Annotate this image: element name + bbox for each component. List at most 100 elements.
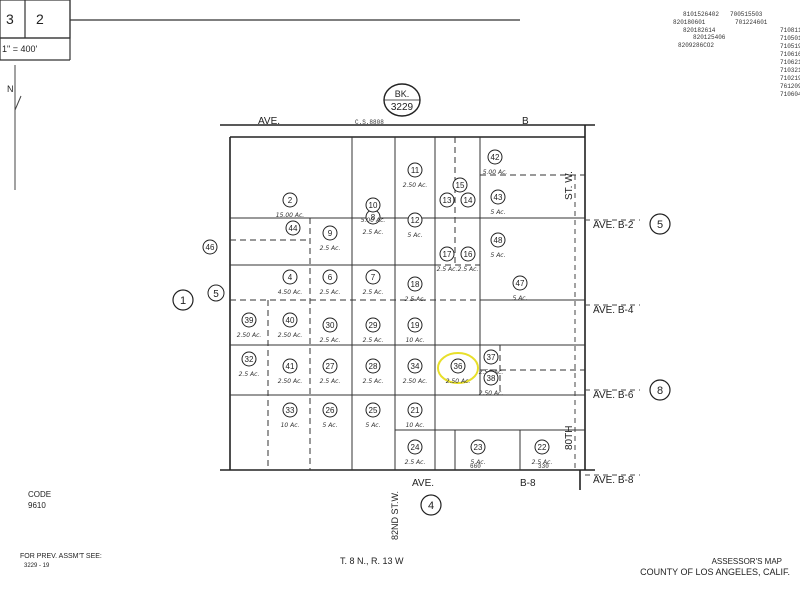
adjacent-page-west[interactable]: 1 [172,289,194,311]
parcel-number: 46 [206,243,215,252]
parcel-circle [202,239,218,255]
parcel-number: 27 [326,362,335,371]
parcel-4[interactable]: 44.50 Ac. [278,269,303,296]
adjacent-page-east-bottom[interactable]: 8 [649,379,671,401]
parcel-circle [365,269,381,285]
north-arrow-icon [14,65,22,190]
parcel-number: 15 [456,181,465,190]
parcel-9[interactable]: 92.5 Ac. [320,225,341,252]
prev-assmt-label: FOR PREV. ASSM'T SEE: [20,553,102,560]
parcel-25[interactable]: 255 Ac. [365,402,381,429]
parcel-34[interactable]: 342.50 Ac. [403,358,428,385]
parcel-47[interactable]: 475 Ac. [512,275,528,302]
parcel-40[interactable]: 402.50 Ac. [278,312,303,339]
parcel-48[interactable]: 485 Ac. [490,232,506,259]
parcel-43[interactable]: 43 5 Ac. [490,189,506,216]
parcel-36[interactable]: 362.50 Ac. [446,358,471,385]
parcel-6[interactable]: 62.5 Ac. [320,269,341,296]
parcel-number: 36 [454,362,463,371]
parcel-area: 5 Ac. [490,209,505,216]
parcel-circle [534,439,550,455]
parcel-16[interactable]: 162.5 Ac. [458,246,479,273]
adjacent-page-west-inner[interactable]: 5 [207,284,225,302]
parcel-42[interactable]: 425.00 Ac. [483,149,508,176]
parcel-22[interactable]: 222.5 Ac. [532,439,553,466]
parcel-number: 24 [411,443,420,452]
parcel-area: 10 Ac. [406,337,425,344]
highlighted-parcel-marker [437,352,479,384]
parcel-8[interactable]: 82.5 Ac. [363,209,384,236]
parcel-32[interactable]: 322.5 Ac. [239,351,260,378]
reference-code: 7106210 [780,59,800,66]
ave-b8-left-label: AVE. [412,478,434,489]
parcel-number: 40 [286,316,295,325]
parcel-11[interactable]: 112.50 Ac. [403,162,428,189]
parcel-41[interactable]: 412.50 Ac. [278,358,303,385]
parcel-number: 34 [411,362,420,371]
block-border [220,124,595,490]
parcel-area: 2.50 Ac. [403,182,428,189]
parcel-number: 13 [443,196,452,205]
adjacent-page-east-top[interactable]: 5 [649,213,671,235]
parcel-circle [483,370,499,386]
parcel-number: 28 [369,362,378,371]
parcel-23[interactable]: 235 Ac. [470,439,486,466]
parcel-area: 5 Ac. [365,422,380,429]
parcel-24[interactable]: 24 2.5 Ac. [405,439,426,466]
parcel-area: 2.5 Ac. [405,459,426,466]
dim-660: 660 [470,463,481,470]
parcel-number: 9 [328,229,333,238]
reference-code: 8101526402 [683,11,719,18]
parcel-18[interactable]: 182.5 Ac. [405,276,426,303]
parcel-46[interactable]: 46 [202,239,218,255]
parcel-12[interactable]: 125 Ac. [407,212,423,239]
parcel-15[interactable]: 15 [452,177,468,193]
parcel-circle [460,192,476,208]
parcel-number: 16 [464,250,473,259]
parcel-number: 43 [494,193,503,202]
parcel-circle [322,402,338,418]
parcel-44[interactable]: 44 [285,220,301,236]
parcel-area: 2.5 Ac. [363,289,384,296]
parcel-number: 26 [326,406,335,415]
parcel-13[interactable]: 13 [439,192,455,208]
parcel-30[interactable]: 302.5 Ac. [320,317,341,344]
parcel-number: 23 [474,443,483,452]
reference-code: 700515503 [730,11,763,18]
prev-assmt-value: 3229 - 19 [24,563,50,569]
parcel-area: 2.5 Ac. [320,337,341,344]
parcel-area: 2.50 Ac. [237,332,262,339]
parcel-area: 2.5 Ac. [320,289,341,296]
scale-label: 1" = 400' [2,44,37,54]
parcel-circle [285,220,301,236]
svg-text:4: 4 [428,500,434,512]
parcel-area: 5.00 Ac. [361,217,386,224]
parcel-27[interactable]: 272.5 Ac. [320,358,341,385]
parcel-29[interactable]: 292.5 Ac. [363,317,384,344]
reference-code: 7105190 [780,43,800,50]
parcel-14[interactable]: 14 [460,192,476,208]
svg-text:1: 1 [180,295,186,307]
parcel-area: 4.50 Ac. [278,289,303,296]
parcel-26[interactable]: 265 Ac. [322,402,338,429]
parcel-17[interactable]: 172.5 Ac. [437,246,458,273]
parcel-10[interactable]: 105.00 Ac. [361,197,386,224]
parcel-number: 14 [464,196,473,205]
parcel-38[interactable]: 382.50 Ac. [479,370,504,397]
parcel-7[interactable]: 72.5 Ac. [363,269,384,296]
book-number: 3229 [391,102,414,113]
parcel-39[interactable]: 392.50 Ac. [237,312,262,339]
reference-code: 7103210 [780,67,800,74]
reference-code: 701224601 [735,19,768,26]
adjacent-page-south[interactable]: 4 [420,494,442,516]
parcel-number: 42 [491,153,500,162]
parcel-2[interactable]: 215.00 Ac. [276,192,304,219]
reference-code: 820125406 [693,34,726,41]
parcel-28[interactable]: 282.5 Ac. [363,358,384,385]
header-boxes [0,0,520,61]
reference-code: 820180601 [673,19,706,26]
parcel-lines [230,137,585,470]
